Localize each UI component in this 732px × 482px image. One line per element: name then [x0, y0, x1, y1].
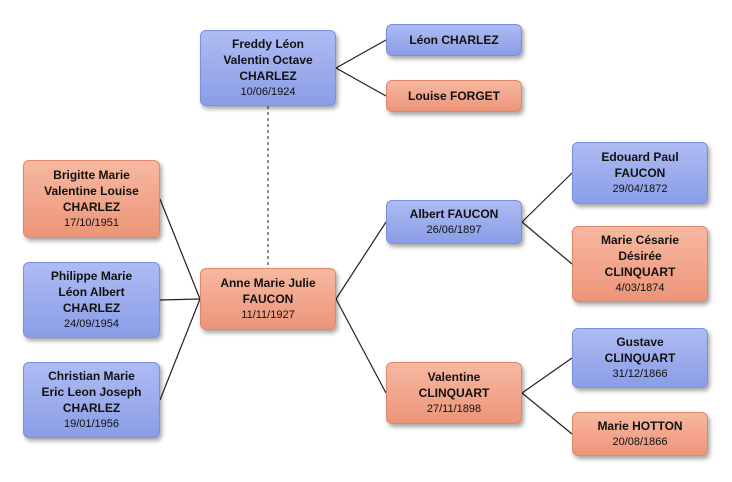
- person-name-line: Léon Albert: [58, 285, 125, 299]
- person-card-gustave[interactable]: Gustave CLINQUART 31/12/1866: [572, 328, 708, 388]
- person-name-line: CHARLEZ: [62, 200, 121, 214]
- person-name-line: CLINQUART: [604, 265, 676, 279]
- person-card-leon[interactable]: Léon CHARLEZ: [386, 24, 522, 56]
- person-name-line: Christian Marie: [48, 369, 135, 383]
- person-name-line: Désirée: [618, 249, 662, 263]
- person-card-brigitte[interactable]: Brigitte Marie Valentine Louise CHARLEZ …: [23, 160, 160, 238]
- person-name-line: Marie HOTTON: [597, 419, 683, 433]
- person-date: 29/04/1872: [612, 183, 668, 195]
- person-name-line: Valentine: [427, 370, 481, 384]
- person-name-line: CLINQUART: [604, 351, 676, 365]
- parent-link-philippe-anne: [159, 298, 201, 301]
- person-name-line: Eric Leon Joseph: [41, 385, 142, 399]
- person-date: 27/11/1898: [426, 403, 482, 415]
- parent-link-anne-valentine: [335, 298, 387, 394]
- person-name-line: Gustave: [616, 335, 664, 349]
- parent-link-valentine-gustave: [521, 357, 573, 394]
- parent-link-freddy-leon: [335, 39, 387, 69]
- person-name-line: Léon CHARLEZ: [409, 33, 499, 47]
- person-card-christian[interactable]: Christian Marie Eric Leon Joseph CHARLEZ…: [23, 362, 160, 438]
- person-date: 19/01/1956: [63, 418, 120, 430]
- person-card-anne[interactable]: Anne Marie Julie FAUCON 11/11/1927: [200, 268, 336, 330]
- person-card-philippe[interactable]: Philippe Marie Léon Albert CHARLEZ 24/09…: [23, 262, 160, 338]
- person-name-line: Louise FORGET: [407, 89, 500, 103]
- person-name-line: Anne Marie Julie: [220, 276, 316, 290]
- person-name-line: Albert FAUCON: [409, 207, 499, 221]
- person-name-line: CHARLEZ: [62, 301, 121, 315]
- person-card-cesarie[interactable]: Marie Césarie Désirée CLINQUART 4/03/187…: [572, 226, 708, 302]
- person-name-line: Philippe Marie: [50, 269, 133, 283]
- person-date: 10/06/1924: [240, 86, 296, 98]
- person-name-line: FAUCON: [242, 292, 294, 306]
- parent-link-brigitte-anne: [159, 198, 201, 300]
- person-card-valentine[interactable]: Valentine CLINQUART 27/11/1898: [386, 362, 522, 424]
- person-date: 31/12/1866: [612, 368, 668, 380]
- person-date: 11/11/1927: [241, 309, 295, 321]
- person-card-freddy[interactable]: Freddy Léon Valentin Octave CHARLEZ 10/0…: [200, 30, 336, 106]
- person-card-albert[interactable]: Albert FAUCON 26/06/1897: [386, 200, 522, 244]
- person-name-line: Edouard Paul: [601, 150, 679, 164]
- person-name-line: FAUCON: [614, 166, 666, 180]
- parent-link-freddy-louise: [335, 67, 387, 97]
- person-name-line: Marie Césarie: [600, 233, 680, 247]
- person-name-line: CHARLEZ: [62, 401, 121, 415]
- person-name-line: CLINQUART: [418, 386, 490, 400]
- person-name-line: Freddy Léon: [231, 37, 304, 51]
- parent-link-albert-edouard: [521, 172, 573, 223]
- person-name-line: Valentine Louise: [44, 184, 139, 198]
- parent-link-valentine-hotton: [521, 392, 573, 435]
- parent-link-anne-albert: [335, 221, 387, 300]
- parent-link-albert-cesarie: [521, 221, 573, 265]
- person-name-line: Brigitte Marie: [53, 168, 130, 182]
- person-card-louise[interactable]: Louise FORGET: [386, 80, 522, 112]
- person-name-line: CHARLEZ: [239, 69, 297, 83]
- person-date: 24/09/1954: [63, 318, 120, 330]
- person-card-hotton[interactable]: Marie HOTTON 20/08/1866: [572, 412, 708, 456]
- person-name-line: Valentin Octave: [223, 53, 313, 67]
- person-date: 26/06/1897: [426, 224, 482, 236]
- person-date: 17/10/1951: [63, 217, 120, 229]
- person-date: 20/08/1866: [612, 436, 668, 448]
- parent-link-christian-anne: [159, 298, 201, 401]
- person-card-edouard[interactable]: Edouard Paul FAUCON 29/04/1872: [572, 142, 708, 204]
- person-date: 4/03/1874: [615, 282, 665, 294]
